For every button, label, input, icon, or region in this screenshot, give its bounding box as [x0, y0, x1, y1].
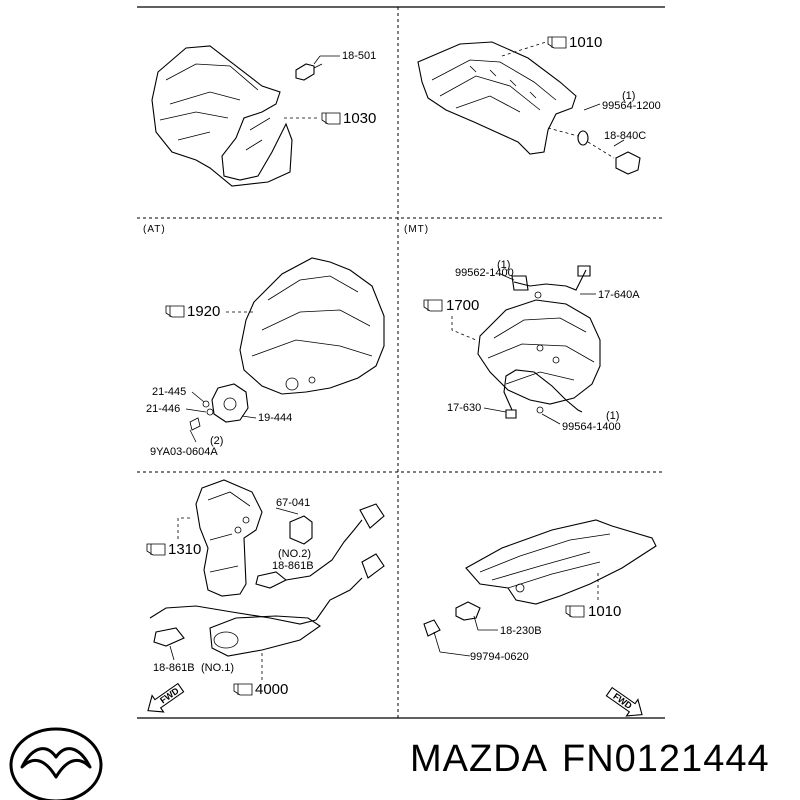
engine-block-drawing	[151, 45, 293, 187]
sensor-no2-qty-label: (NO.2)	[278, 548, 311, 560]
bolt-qty-label: (1)	[606, 410, 619, 422]
pointing-hand-icon	[165, 305, 185, 318]
cylinder-head-drawing	[417, 41, 577, 155]
ref-label-1010: 1010	[588, 603, 621, 620]
part-label-99794-0620: 99794-0620	[470, 651, 529, 663]
part-label-18-861b-no2: 18-861B	[272, 560, 314, 572]
oxygen-sensor-no2-drawing	[255, 571, 288, 589]
sensor-harness-top-drawing	[513, 269, 587, 291]
head-cover-drawing	[465, 519, 657, 605]
ref-label-1030: 1030	[343, 110, 376, 127]
sensor-harness-bottom-drawing	[503, 369, 583, 413]
part-label-17-640a: 17-640A	[598, 289, 640, 301]
part-label-67-041: 67-041	[276, 497, 310, 509]
ref-label-1920: 1920	[187, 303, 220, 320]
svg-text:FWD: FWD	[611, 691, 634, 711]
part-label-18-501: 18-501	[342, 50, 376, 62]
part-label-21-446: 21-446	[146, 403, 180, 415]
pointing-hand-icon	[233, 683, 253, 696]
heat-shield-clip-drawing	[289, 515, 313, 545]
speed-sensor-drawing	[211, 383, 249, 423]
pointing-hand-icon	[565, 605, 585, 618]
pointing-hand-icon	[547, 36, 567, 49]
bolt-qty-label: (1)	[497, 259, 510, 271]
automatic-transmission-panel: 1920 21-445 21-446 19-444 (2) 9YA03-0604…	[146, 257, 385, 458]
part-label-19-444: 19-444	[258, 412, 292, 424]
bolt-qty-label: (2)	[210, 435, 223, 447]
ref-label-1310: 1310	[168, 541, 201, 558]
exhaust-manifold-drawing	[195, 479, 263, 597]
knock-sensor-drawing	[295, 63, 315, 81]
brand-name: MAZDA	[410, 738, 548, 780]
front-pipe-drawing	[209, 615, 321, 657]
section-mt-label: (MT)	[404, 224, 429, 235]
exhaust-sensors-panel: 67-041 (NO.2) 18-861B 18-861B (NO.1) 131…	[146, 479, 385, 713]
part-label-17-630: 17-630	[447, 402, 481, 414]
head-cover-panel: 99794-0620 18-230B 1010 FWD	[423, 519, 657, 717]
cylinder-head-panel: 1010 (1) 99564-1200 18-840C	[417, 34, 661, 175]
svg-text:FWD: FWD	[158, 685, 181, 705]
part-label-99562-1400: 99562-1400	[455, 267, 514, 279]
part-label-18-230b: 18-230B	[500, 625, 542, 637]
manual-transmission-panel: (1) 99562-1400 17-640A 1700 17-630 (1) 9…	[423, 259, 640, 433]
section-at-label: (AT)	[143, 224, 166, 235]
part-label-99564-1200: 99564-1200	[602, 100, 661, 112]
bolt-qty-label: (1)	[622, 90, 635, 102]
part-label-18-861b-no1: 18-861B	[153, 662, 195, 674]
temperature-sensor-drawing	[615, 151, 641, 175]
ref-label-4000: 4000	[255, 681, 288, 698]
fwd-arrow-icon: FWD	[147, 682, 185, 713]
ref-label-1700: 1700	[446, 297, 479, 314]
oxygen-sensor-no1-drawing	[153, 627, 185, 647]
ref-label-1010: 1010	[569, 34, 602, 51]
part-label-99564-1400: 99564-1400	[562, 421, 621, 433]
engine-block-panel: 18-501 1030	[151, 45, 376, 187]
footer-brand-text: MAZDA FN0121444	[410, 738, 784, 781]
part-number: FN0121444	[562, 738, 770, 780]
fwd-arrow-icon: FWD	[605, 686, 643, 717]
pointing-hand-icon	[146, 543, 166, 556]
pointing-hand-icon	[423, 299, 443, 312]
crank-sensor-drawing	[455, 601, 481, 621]
part-label-9ya03-0604a: 9YA03-0604A	[150, 446, 218, 458]
part-label-21-445: 21-445	[152, 386, 186, 398]
mt-transmission-drawing	[477, 299, 601, 405]
at-transmission-drawing	[239, 257, 385, 395]
diagram-frame	[137, 6, 665, 719]
gasket-ring-drawing	[577, 130, 589, 146]
pointing-hand-icon	[321, 112, 341, 125]
part-label-18-840c: 18-840C	[604, 130, 646, 142]
sensor-no1-qty-label: (NO.1)	[201, 662, 234, 674]
mazda-logo-icon	[9, 727, 103, 800]
